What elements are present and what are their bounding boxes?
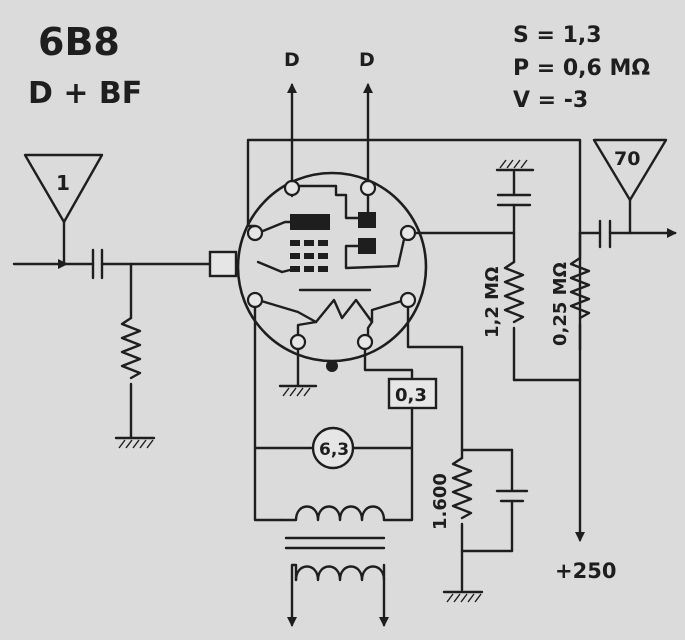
diode-left-label: D <box>284 49 300 71</box>
heater-voltage-circle <box>311 426 355 470</box>
param-s: S = 1,3 <box>513 23 602 48</box>
cathode-resistor-label: 1.600 <box>430 473 451 530</box>
tube-function-label: D + BF <box>28 76 142 111</box>
plate-resistor <box>503 260 525 324</box>
diode-right-label: D <box>359 49 375 71</box>
output-terminal-label: 70 <box>614 148 640 170</box>
input-terminal-label: 1 <box>56 171 70 195</box>
tube-electrodes <box>256 184 407 344</box>
param-p: P = 0,6 MΩ <box>513 56 650 81</box>
ground-bottom <box>442 590 484 603</box>
input-terminal: 1 <box>23 153 104 266</box>
param-v: V = -3 <box>513 88 588 113</box>
grid-leak-resistor <box>120 316 142 380</box>
filament-current-label: 0,3 <box>395 385 427 406</box>
cathode-capacitor <box>495 489 529 503</box>
input-capacitor <box>91 248 104 280</box>
output-resistor <box>569 256 591 320</box>
output-capacitor <box>598 219 612 249</box>
grid-cap <box>208 250 238 278</box>
plate-resistor-label: 1,2 MΩ <box>482 267 503 338</box>
ground-top <box>495 159 535 172</box>
heater-transformer <box>280 505 389 627</box>
output-resistor-label: 0,25 MΩ <box>550 262 571 346</box>
tube-type-label: 6B8 <box>38 20 120 64</box>
supply-label: +250 <box>555 559 616 583</box>
ground-cathode <box>278 384 318 397</box>
output-terminal: 70 <box>592 138 668 235</box>
ground-left <box>114 436 156 449</box>
heater-voltage-label: 6,3 <box>319 440 349 460</box>
cathode-resistor <box>451 456 473 520</box>
bypass-capacitor <box>496 193 532 207</box>
tube-tip <box>326 360 338 372</box>
